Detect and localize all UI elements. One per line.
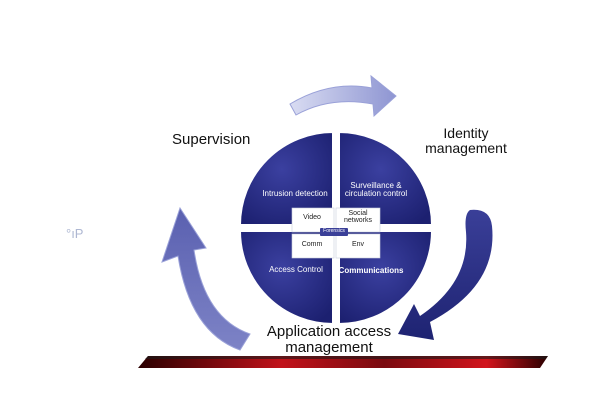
quadrant-surveillance xyxy=(338,130,434,226)
floor-shadow xyxy=(145,356,548,359)
cycle-arrow-left xyxy=(161,206,251,351)
quadrant-label-intrusion: Intrusion detection xyxy=(262,189,328,198)
quadrant-intrusion xyxy=(238,130,334,226)
label-application-access-management: Application access management xyxy=(266,323,392,356)
center-box-comm xyxy=(291,233,335,259)
center-label-env: Env xyxy=(351,241,365,248)
background-glyph: °ıP xyxy=(66,226,84,241)
label-identity-management: Identity management xyxy=(425,125,507,156)
center-label-social-networks: Social networks xyxy=(343,210,372,225)
quadrant-label-access-control: Access Control xyxy=(269,265,323,274)
center-label-forensics: Forensics xyxy=(323,228,345,234)
center-grid xyxy=(291,207,381,259)
center-label-comm: Comm xyxy=(301,241,323,248)
center-box-env xyxy=(335,233,381,259)
cycle-arrow-top xyxy=(289,74,397,118)
center-label-video: Video xyxy=(303,214,321,221)
quadrant-label-communications: Communications xyxy=(338,266,404,275)
cycle-arrow-right xyxy=(398,209,493,340)
label-supervision: Supervision xyxy=(172,131,251,148)
forensics-tag xyxy=(320,228,348,236)
quadrant-label-surveillance: Surveillance & circulation control xyxy=(344,181,408,199)
